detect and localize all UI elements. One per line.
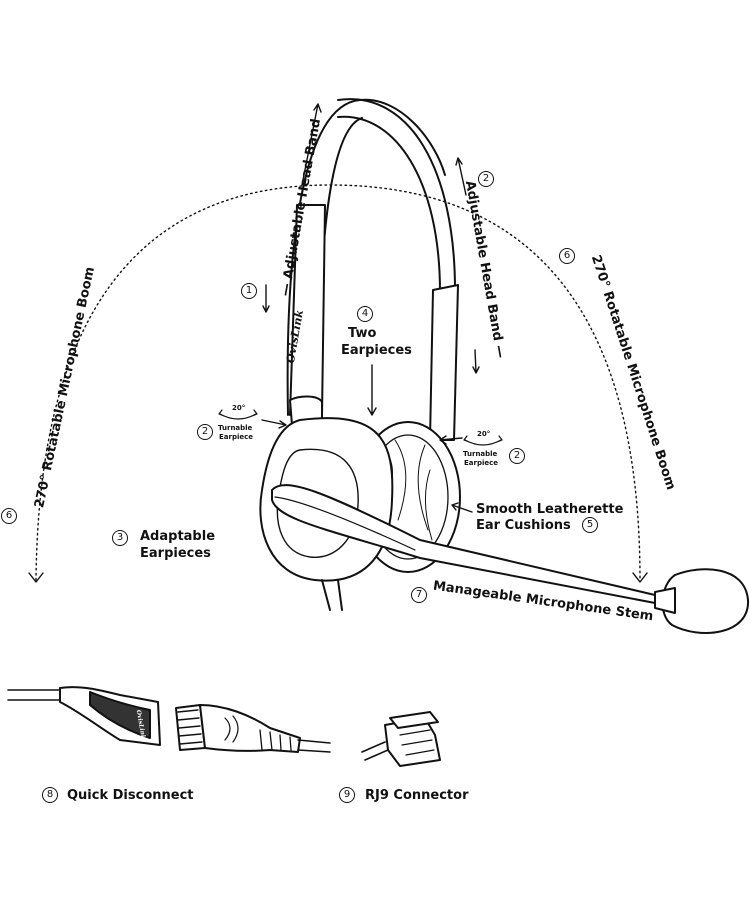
arc-arrow-right <box>632 572 648 583</box>
arrow-headband-left <box>301 103 322 186</box>
label-adaptable-line2: Earpieces <box>140 546 211 561</box>
label-quick-disconnect: Quick Disconnect <box>67 788 194 803</box>
number-badge: 7 <box>411 587 427 603</box>
arrow-turnable-left <box>261 419 287 429</box>
arrow-turnable-right <box>439 435 463 445</box>
number-badge: 5 <box>582 517 598 533</box>
label-turnable-right-line1: Turnable <box>463 450 498 458</box>
label-adaptable-line1: Adaptable <box>140 529 216 544</box>
label-cushions-line2: Ear Cushions <box>476 518 571 533</box>
boom-rotation-arc <box>35 184 641 581</box>
number-badge: 4 <box>357 306 373 322</box>
number-badge: 2 <box>509 448 525 464</box>
label-turnable-left-line1: Turnable <box>218 424 253 432</box>
number-badge: 6 <box>559 248 575 264</box>
label-rj9: RJ9 Connector <box>365 788 469 803</box>
arrow-two-earpieces <box>367 364 377 416</box>
number-badge: 8 <box>42 787 58 803</box>
label-two-earpieces-line2: Earpieces <box>341 343 412 358</box>
qd-cable-left <box>7 689 61 701</box>
rj9-cable <box>361 741 389 761</box>
label-cushions-line1: Smooth Leatherette <box>476 502 624 517</box>
arc-arrow-left <box>28 572 44 583</box>
arrow-headband-right <box>455 157 467 196</box>
headset-cable <box>321 579 343 611</box>
label-turnable-right-line2: Earpiece <box>464 459 499 467</box>
number-badge: 2 <box>478 171 494 187</box>
headband-front <box>286 98 446 416</box>
number-badge: 3 <box>112 530 128 546</box>
label-degree-right: 20° <box>477 430 491 438</box>
label-two-earpieces-line1: Two <box>348 326 377 341</box>
number-badge: 2 <box>197 424 213 440</box>
headband-back <box>337 98 456 293</box>
label-degree-left: 20° <box>232 404 246 412</box>
band-slider-right <box>429 284 459 441</box>
number-badge: 1 <box>241 283 257 299</box>
number-badge: 6 <box>1 508 17 524</box>
arrow-cushions <box>451 502 473 513</box>
number-badge: 9 <box>339 787 355 803</box>
qd-cable-right <box>297 739 331 753</box>
label-turnable-left-line2: Earpiece <box>219 433 254 441</box>
